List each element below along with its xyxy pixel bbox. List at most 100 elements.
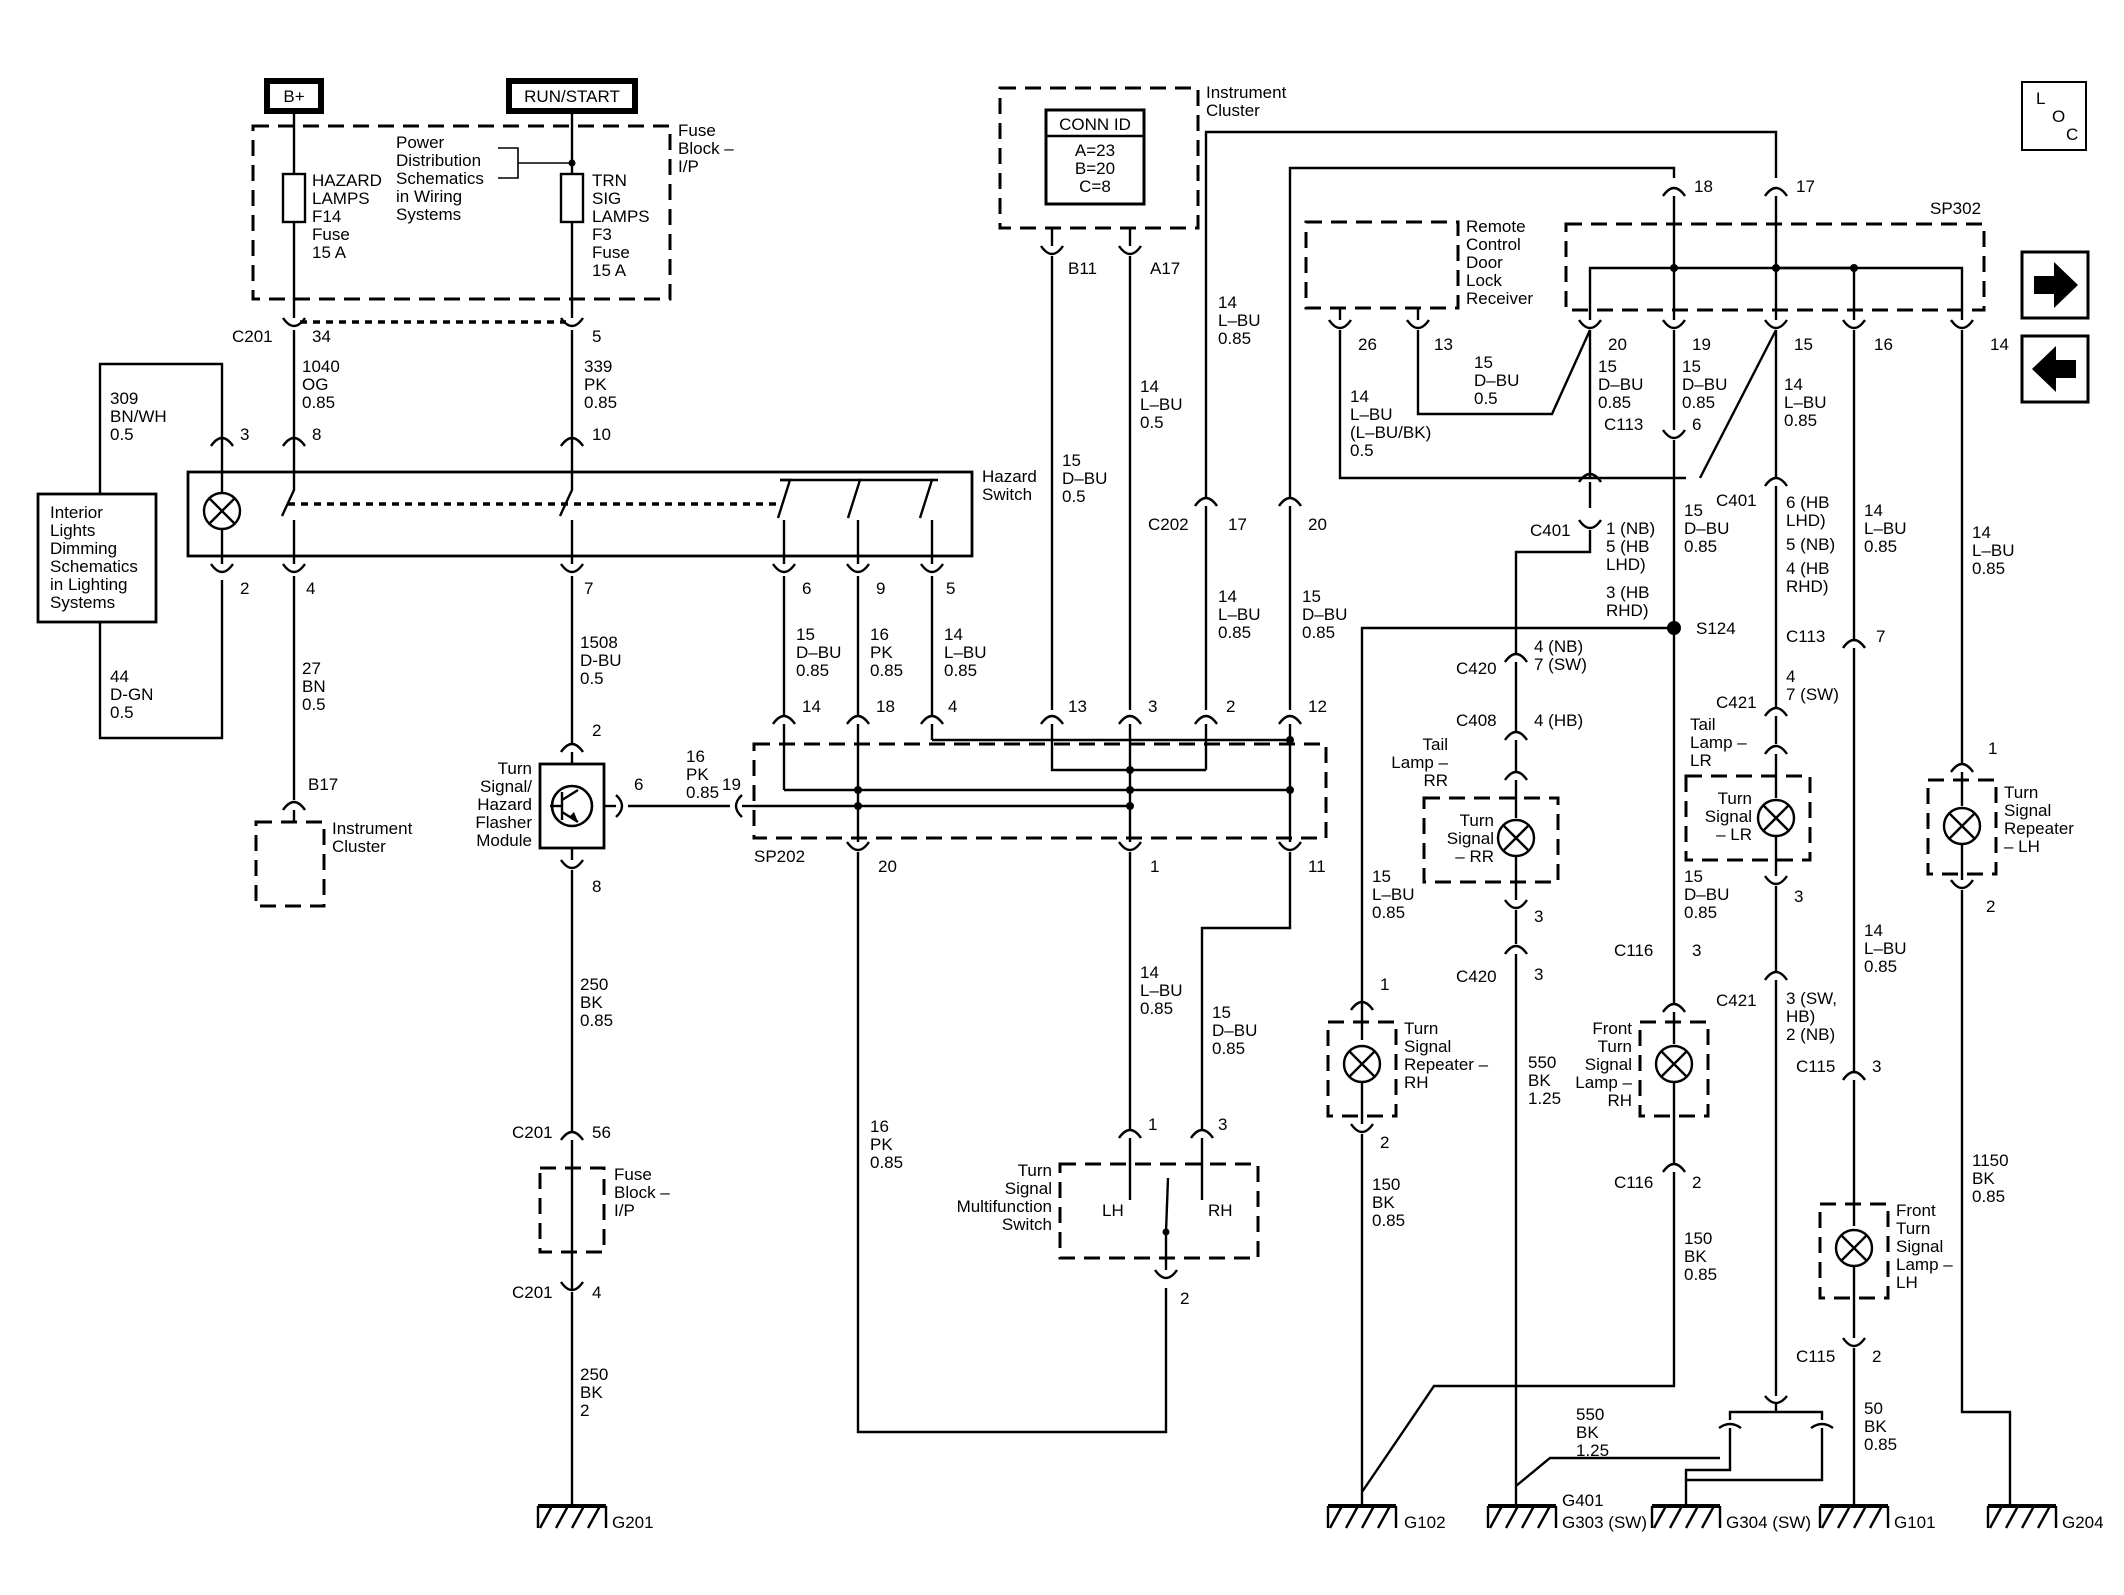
turn-signal-rr-label: Turn Signal – RR — [1447, 811, 1494, 866]
svg-text:D–BU: D–BU — [1302, 605, 1347, 624]
svg-text:3: 3 — [1148, 697, 1157, 716]
svg-text:14: 14 — [1140, 377, 1159, 396]
svg-text:C116: C116 — [1614, 1173, 1653, 1192]
multifunction-rh: RH — [1208, 1201, 1233, 1220]
svg-text:Turn: Turn — [1718, 789, 1752, 808]
svg-text:2: 2 — [1226, 697, 1235, 716]
wire-550b-label: 550 BK 1.25 — [1576, 1405, 1609, 1460]
flasher-module-label: Turn Signal/ Hazard Flasher Module — [475, 759, 532, 850]
svg-text:14: 14 — [1218, 587, 1237, 606]
svg-text:C401: C401 — [1530, 521, 1571, 540]
svg-text:17: 17 — [1228, 515, 1247, 534]
svg-text:Power: Power — [396, 133, 445, 152]
svg-text:4: 4 — [306, 579, 315, 598]
svg-text:14: 14 — [944, 625, 963, 644]
svg-text:D–BU: D–BU — [1212, 1021, 1257, 1040]
svg-text:Front: Front — [1896, 1201, 1936, 1220]
multifunction-lh: LH — [1102, 1201, 1124, 1220]
svg-text:15: 15 — [1062, 451, 1081, 470]
svg-text:A=23: A=23 — [1075, 141, 1115, 160]
svg-text:Cluster: Cluster — [332, 837, 386, 856]
svg-text:D-GN: D-GN — [110, 685, 153, 704]
wire-14lbu-26-label: 14 L–BU (L–BU/BK) 0.5 — [1350, 387, 1431, 460]
svg-text:OG: OG — [302, 375, 328, 394]
svg-text:6: 6 — [634, 775, 643, 794]
wire-15dbu-ms-label: 15 D–BU 0.85 — [1212, 1003, 1257, 1058]
svg-text:BK: BK — [1372, 1193, 1395, 1212]
loc-locator-box[interactable]: L O C — [2021, 81, 2087, 151]
svg-text:Lights: Lights — [50, 521, 95, 540]
svg-text:B11: B11 — [1068, 259, 1097, 278]
svg-text:3: 3 — [1692, 941, 1701, 960]
svg-text:1.25: 1.25 — [1528, 1089, 1561, 1108]
svg-text:34: 34 — [312, 327, 331, 346]
svg-text:16: 16 — [686, 747, 705, 766]
svg-text:150: 150 — [1372, 1175, 1400, 1194]
svg-text:2: 2 — [1692, 1173, 1701, 1192]
remote-receiver-label: Remote Control Door Lock Receiver — [1466, 217, 1533, 308]
svg-text:1150: 1150 — [1972, 1151, 2009, 1170]
svg-text:Module: Module — [476, 831, 532, 850]
svg-text:4 (NB): 4 (NB) — [1534, 637, 1583, 656]
svg-text:0.85: 0.85 — [1864, 537, 1897, 556]
svg-text:LH: LH — [1896, 1273, 1918, 1292]
svg-text:CONN ID: CONN ID — [1059, 115, 1131, 134]
svg-text:TRN: TRN — [592, 171, 627, 190]
wire-15dbu-b11-label: 15 D–BU 0.5 — [1062, 451, 1107, 506]
svg-text:BN/WH: BN/WH — [110, 407, 167, 426]
svg-text:L–BU: L–BU — [1864, 939, 1907, 958]
svg-text:0.85: 0.85 — [870, 661, 903, 680]
svg-text:1: 1 — [1150, 857, 1159, 876]
svg-text:Systems: Systems — [50, 593, 115, 612]
svg-text:20: 20 — [1308, 515, 1327, 534]
svg-text:Door: Door — [1466, 253, 1503, 272]
svg-text:L–BU: L–BU — [1140, 395, 1183, 414]
wire-1508-label: 1508 D-BU 0.5 — [580, 633, 622, 688]
svg-text:18: 18 — [1694, 177, 1713, 196]
next-page-button[interactable] — [2020, 250, 2090, 320]
arrow-left-icon — [2032, 346, 2076, 392]
c421-top-variant: 4 7 (SW) — [1786, 667, 1839, 704]
svg-text:C201: C201 — [512, 1123, 553, 1142]
svg-text:(L–BU/BK): (L–BU/BK) — [1350, 423, 1431, 442]
svg-text:14: 14 — [1864, 501, 1883, 520]
wire-1150-label: 1150 BK 0.85 — [1972, 1151, 2009, 1206]
svg-text:Lamp –: Lamp – — [1896, 1255, 1953, 1274]
svg-text:Signal: Signal — [1005, 1179, 1052, 1198]
c401-variant-a: 1 (NB) 5 (HB LHD) 3 (HB RHD) — [1606, 519, 1655, 620]
svg-text:Signal: Signal — [2004, 801, 2051, 820]
svg-text:0.85: 0.85 — [1372, 903, 1405, 922]
svg-text:150: 150 — [1684, 1229, 1712, 1248]
svg-text:I/P: I/P — [614, 1201, 635, 1220]
wire-50-label: 50 BK 0.85 — [1864, 1399, 1897, 1454]
svg-text:LHD): LHD) — [1606, 555, 1646, 574]
svg-text:0.85: 0.85 — [1140, 999, 1173, 1018]
wire-250a-label: 250 BK 0.85 — [580, 975, 613, 1030]
battery-source: B+ — [264, 78, 324, 114]
svg-text:L–BU: L–BU — [1350, 405, 1393, 424]
svg-text:Block –: Block – — [614, 1183, 670, 1202]
svg-text:L–BU: L–BU — [1784, 393, 1827, 412]
svg-text:16: 16 — [870, 625, 889, 644]
svg-text:5 (HB: 5 (HB — [1606, 537, 1649, 556]
svg-text:Fuse: Fuse — [614, 1165, 652, 1184]
turn-signal-rr-lamp-box — [1422, 796, 1560, 884]
svg-text:14: 14 — [1972, 523, 1991, 542]
wire-14lbu-top-label: 14 L–BU 0.85 — [1218, 293, 1261, 348]
svg-text:C115: C115 — [1796, 1347, 1835, 1366]
multifunction-switch-label: Turn Signal Multifunction Switch — [957, 1161, 1052, 1234]
svg-text:0.85: 0.85 — [1212, 1039, 1245, 1058]
svg-text:C201: C201 — [512, 1283, 553, 1302]
svg-text:SP202: SP202 — [754, 847, 805, 866]
wire-16pk-20-label: 16 PK 0.85 — [870, 1117, 903, 1172]
svg-text:14: 14 — [1864, 921, 1883, 940]
svg-text:14: 14 — [1350, 387, 1369, 406]
run-start-source: RUN/START — [506, 78, 638, 114]
svg-text:0.85: 0.85 — [1302, 623, 1335, 642]
svg-text:16: 16 — [870, 1117, 889, 1136]
svg-text:RUN/START: RUN/START — [524, 87, 620, 106]
prev-page-button[interactable] — [2020, 334, 2090, 404]
svg-text:G102: G102 — [1404, 1513, 1446, 1532]
front-turn-signal-lamp-lh-box — [1818, 1202, 1890, 1300]
svg-text:BK: BK — [1972, 1169, 1995, 1188]
